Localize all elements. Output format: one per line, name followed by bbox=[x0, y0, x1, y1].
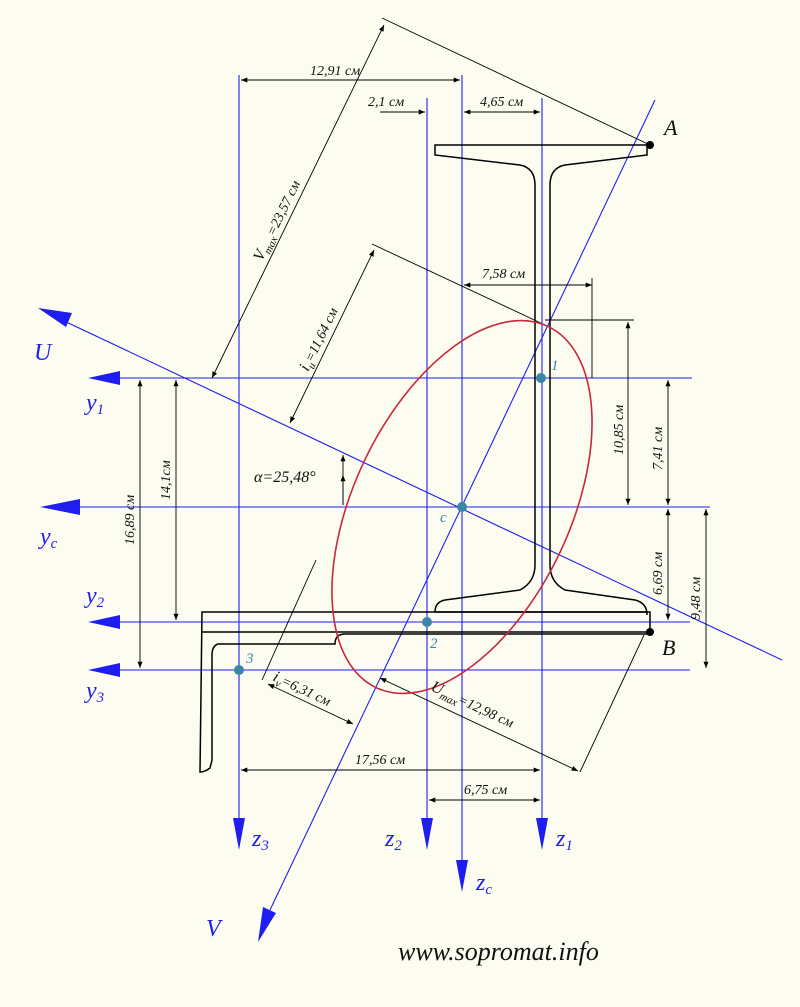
dim-umax-line bbox=[379, 677, 579, 772]
point-b-label: B bbox=[662, 635, 675, 660]
coordinate-axes bbox=[38, 75, 783, 942]
dim-iu-label: iu=11,64 см bbox=[296, 305, 344, 375]
point-c bbox=[457, 502, 467, 512]
dim-6-75-label: 6,75 см bbox=[464, 783, 507, 798]
axis-zc-label: zc bbox=[475, 870, 492, 898]
dim-2-1-label: 2,1 см bbox=[368, 95, 404, 110]
dim-12-91-label: 12,91 см bbox=[310, 64, 360, 79]
axis-u-arrow-icon bbox=[38, 308, 72, 327]
point-1-label: 1 bbox=[551, 358, 559, 374]
dim-vmax-label: Vmax=23,57 см bbox=[250, 177, 306, 265]
axis-y2-arrow-icon bbox=[88, 615, 120, 629]
inertia-ellipse bbox=[331, 319, 593, 695]
y1-sub: 1 bbox=[97, 402, 105, 418]
iu-symbol: i bbox=[296, 362, 313, 373]
iv-symbol: i bbox=[270, 668, 281, 685]
dim-iv-label: iv=6,31 см bbox=[269, 668, 334, 712]
dim-iv-ext bbox=[261, 559, 317, 681]
yc-sub: c bbox=[51, 536, 58, 552]
dim-7-58-label: 7,58 см bbox=[482, 267, 525, 282]
point-c-label: c bbox=[440, 510, 447, 526]
dimension-lines bbox=[137, 17, 709, 803]
axis-v-label: V bbox=[206, 916, 223, 942]
axis-z2-arrow-icon bbox=[421, 818, 433, 850]
axis-yc-arrow-icon bbox=[40, 499, 80, 515]
y2-sub: 2 bbox=[97, 595, 105, 611]
point-b bbox=[646, 628, 654, 636]
dim-14-1-label: 14,1см bbox=[159, 460, 174, 500]
point-a-label: A bbox=[662, 115, 678, 140]
dim-iv-line bbox=[267, 683, 354, 725]
point-3 bbox=[234, 665, 244, 675]
z2-letter: z bbox=[384, 826, 395, 852]
axis-z3-label: z3 bbox=[251, 826, 269, 854]
y3-sub: 3 bbox=[96, 690, 105, 706]
dim-10-85-label: 10,85 см bbox=[612, 405, 627, 455]
axis-z1-arrow-icon bbox=[536, 818, 548, 850]
zc-sub: c bbox=[485, 882, 492, 898]
z1-sub: 1 bbox=[565, 838, 573, 854]
point-3-label: 3 bbox=[245, 651, 254, 667]
svg-text:iv=6,31 см: iv=6,31 см bbox=[269, 668, 334, 712]
axis-u-label: U bbox=[34, 340, 53, 366]
iv-value: =6,31 см bbox=[279, 674, 333, 710]
axis-zc-arrow-icon bbox=[456, 860, 468, 892]
dim-7-41-label: 7,41 см bbox=[651, 427, 666, 470]
zc-letter: z bbox=[475, 870, 486, 896]
axis-y1-arrow-icon bbox=[88, 371, 120, 385]
axis-v-arrow-icon bbox=[258, 907, 276, 942]
y3-letter: y bbox=[84, 678, 97, 704]
dim-4-65-label: 4,65 см bbox=[480, 95, 523, 110]
point-1 bbox=[536, 373, 546, 383]
y1-letter: y bbox=[84, 390, 97, 416]
dim-9-48-label: 9,48 см bbox=[689, 577, 704, 620]
iu-sub: u bbox=[305, 360, 318, 371]
dim-16-89-label: 16,89 см bbox=[123, 495, 138, 545]
svg-text:iu=11,64 см: iu=11,64 см bbox=[296, 305, 344, 375]
point-2 bbox=[422, 617, 432, 627]
axis-y3-arrow-icon bbox=[88, 663, 120, 677]
dim-vmax-ext-a bbox=[381, 17, 651, 146]
dimension-labels: 12,91 см 2,1 см 4,65 см 7,58 см 10,85 см… bbox=[123, 64, 704, 798]
umax-value: =12,98 см bbox=[455, 693, 515, 732]
iv-sub: v bbox=[273, 677, 283, 690]
axis-y2-label: y2 bbox=[84, 583, 105, 611]
axis-u-line bbox=[61, 319, 783, 661]
axis-z2-label: z2 bbox=[384, 826, 402, 854]
axis-z3-arrow-icon bbox=[233, 818, 245, 850]
i-beam-outline bbox=[434, 144, 648, 616]
dim-6-69-label: 6,69 см bbox=[651, 552, 666, 595]
svg-text:Vmax=23,57 см: Vmax=23,57 см bbox=[250, 177, 306, 265]
axis-y1-label: y1 bbox=[84, 390, 104, 418]
z3-letter: z bbox=[251, 826, 262, 852]
section-profile bbox=[199, 141, 654, 773]
angle-outline bbox=[199, 611, 651, 773]
website-caption: www.sopromat.info bbox=[398, 937, 599, 966]
z1-letter: z bbox=[555, 826, 566, 852]
y2-letter: y bbox=[84, 583, 97, 609]
dim-vmax-line bbox=[211, 24, 385, 379]
point-a bbox=[646, 141, 654, 149]
yc-letter: y bbox=[38, 524, 51, 550]
dim-iu-line bbox=[289, 249, 375, 424]
dim-umax-ext bbox=[579, 634, 645, 773]
z3-sub: 3 bbox=[260, 838, 269, 854]
point-2-label: 2 bbox=[430, 636, 438, 652]
dim-17-56-label: 17,56 см bbox=[355, 753, 405, 768]
axis-z1-label: z1 bbox=[555, 826, 573, 854]
axis-labels: U V y1 yc y2 y3 z3 z2 zc z1 bbox=[34, 340, 573, 942]
z2-sub: 2 bbox=[394, 838, 402, 854]
alpha-label: α=25,48° bbox=[254, 469, 316, 486]
iu-value: =11,64 см bbox=[302, 306, 341, 365]
dim-iu-ext bbox=[371, 243, 546, 326]
point-labels: 1 c 2 3 A B bbox=[245, 115, 678, 667]
axis-y3-label: y3 bbox=[84, 678, 104, 706]
axis-yc-label: yc bbox=[38, 524, 58, 552]
